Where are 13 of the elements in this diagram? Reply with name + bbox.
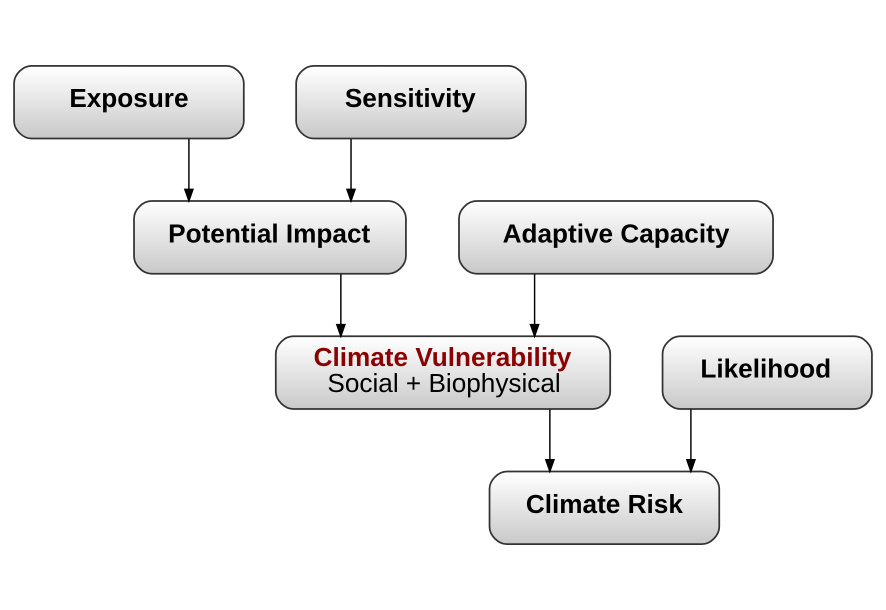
node-box: Adaptive Capacity: [458, 200, 774, 275]
arrow: [184, 139, 194, 204]
arrow: [686, 410, 696, 474]
arrow: [336, 274, 346, 338]
node-box: Climate Risk: [488, 470, 720, 546]
node-box: Sensitivity: [295, 64, 527, 140]
node-box: Climate Vulnerability Social + Biophysical: [274, 335, 612, 410]
node-box: Likelihood: [662, 335, 873, 410]
arrow: [544, 410, 555, 474]
arrow: [530, 274, 540, 338]
arrow: [346, 139, 356, 204]
node-box: Exposure: [13, 64, 245, 140]
node-box: Potential Impact: [133, 200, 407, 275]
